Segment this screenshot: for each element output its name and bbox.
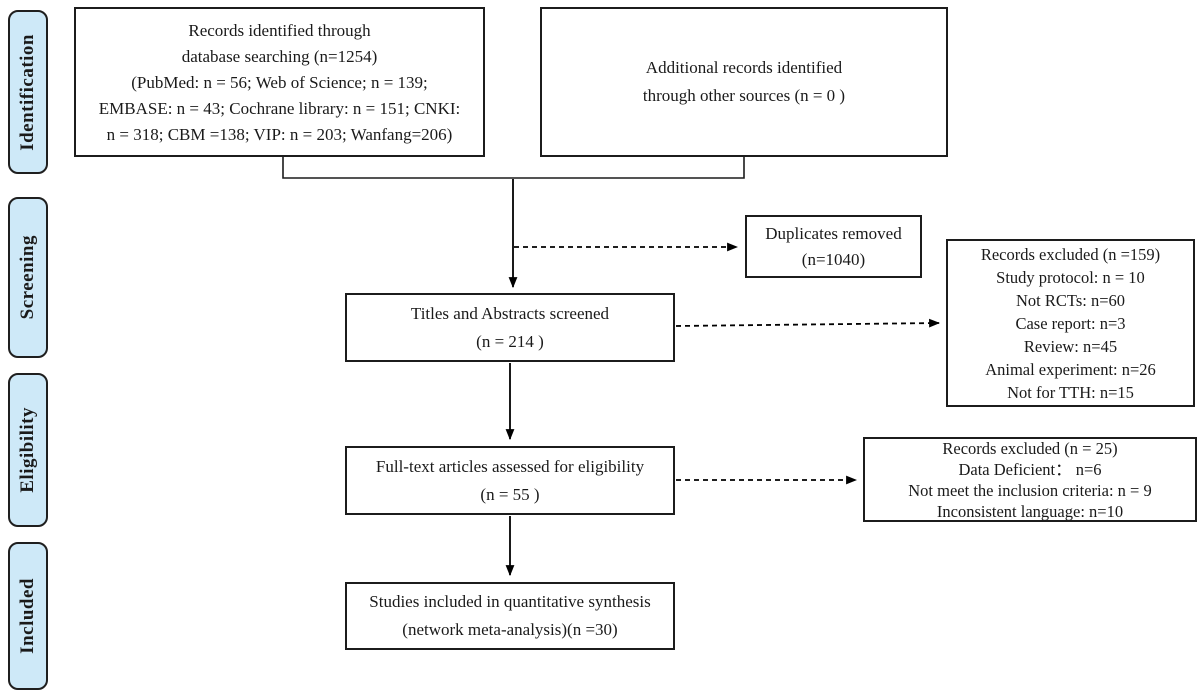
box-additional-records: Additional records identified through ot… <box>540 7 948 157</box>
box-titles-screened: Titles and Abstracts screened (n = 214 ) <box>345 293 675 362</box>
text-line: Titles and Abstracts screened <box>410 303 610 323</box>
text-line: Animal experiment: n=26 <box>985 359 1156 379</box>
text-line: Records excluded (n =159) <box>980 244 1161 264</box>
text-line: Study protocol: n = 10 <box>996 267 1145 287</box>
box-fulltext-assessed: Full-text articles assessed for eligibil… <box>345 446 675 515</box>
text-line: Records identified through <box>188 21 371 40</box>
text-line: database searching (n=1254) <box>181 47 378 66</box>
stage-eligibility: Eligibility <box>8 373 48 527</box>
text-line: Full-text articles assessed for eligibil… <box>375 456 645 476</box>
text-line: Additional records identified <box>645 58 843 77</box>
text-line: (PubMed: n = 56; Web of Science; n = 139… <box>131 73 428 92</box>
text-line: n = 318; CBM =138; VIP: n = 203; Wanfang… <box>106 125 453 144</box>
text-line: Not for TTH: n=15 <box>1007 382 1134 402</box>
stage-eligibility-label: Eligibility <box>17 407 38 493</box>
text-line: (n = 55 ) <box>480 484 540 504</box>
text-line: Records excluded (n = 25) <box>942 438 1118 458</box>
stage-screening-label: Screening <box>17 235 38 320</box>
text-line: through other sources (n = 0 ) <box>642 86 846 105</box>
box-studies-included: Studies included in quantitative synthes… <box>345 582 675 650</box>
text-line: (n = 214 ) <box>476 331 544 351</box>
merge-connector <box>282 157 745 179</box>
stage-identification-label: Identification <box>17 33 38 151</box>
box-records-identified: Records identified through database sear… <box>74 7 485 157</box>
text-line: Case report: n=3 <box>1015 313 1126 333</box>
box-records-excluded-screening: Records excluded (n =159) Study protocol… <box>946 239 1195 407</box>
text-line: Duplicates removed <box>765 223 902 243</box>
stage-identification: Identification <box>8 10 48 174</box>
text-line: Review: n=45 <box>1023 336 1118 356</box>
box-records-excluded-eligibility: Records excluded (n = 25) Data Deficient… <box>863 437 1197 522</box>
arrow-to-excluded-screening <box>675 318 941 328</box>
text-line: EMBASE: n = 43; Cochrane library: n = 15… <box>98 99 461 118</box>
stage-included: Included <box>8 542 48 690</box>
text-line: Not RCTs: n=60 <box>1016 290 1125 310</box>
text-line: Data Deficient： n=6 <box>958 459 1102 479</box>
text-line: (n=1040) <box>801 249 866 269</box>
text-line: Inconsistent language: n=10 <box>936 501 1124 521</box>
text-line: (network meta-analysis)(n =30) <box>402 620 618 639</box>
text-line: Studies included in quantitative synthes… <box>369 592 651 611</box>
stage-screening: Screening <box>8 197 48 358</box>
box-duplicates-removed: Duplicates removed (n=1040) <box>745 215 922 278</box>
text-line: Not meet the inclusion criteria: n = 9 <box>908 480 1152 500</box>
stage-included-label: Included <box>17 578 38 654</box>
